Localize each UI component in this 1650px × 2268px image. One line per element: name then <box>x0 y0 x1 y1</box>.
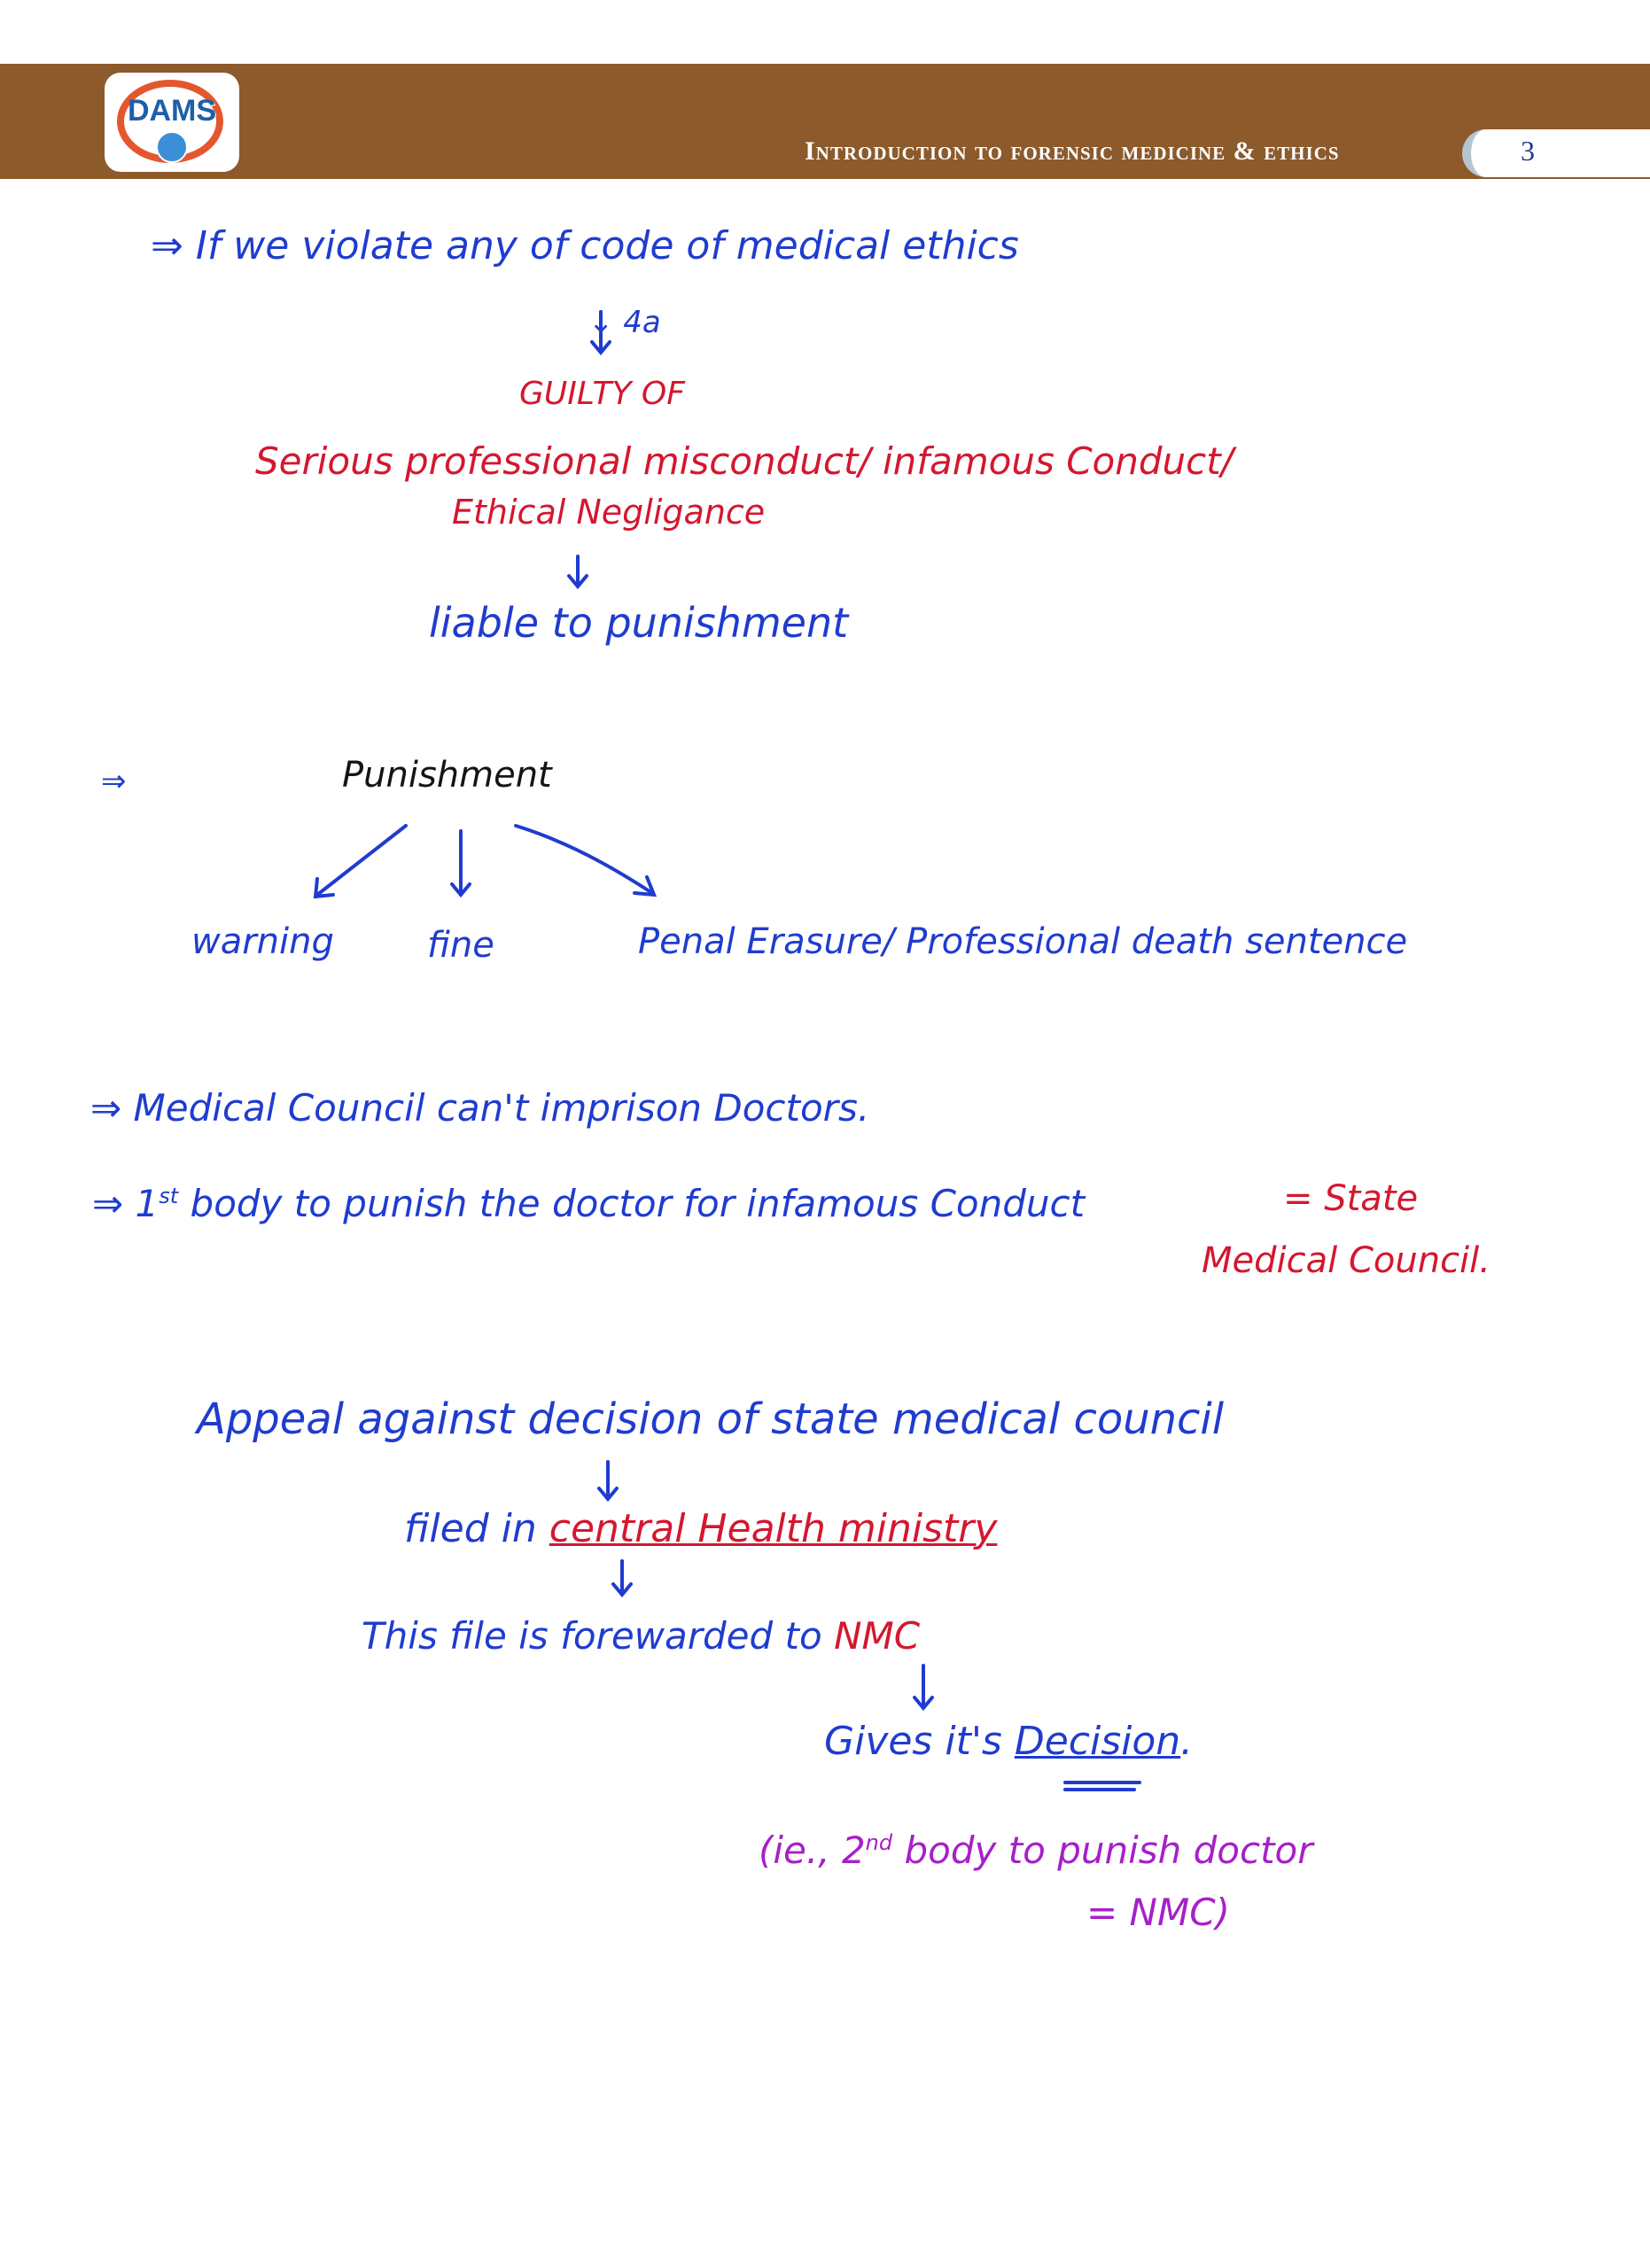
guilty-of-label: GUILTY OF <box>519 376 685 412</box>
arrow-liable-down <box>567 555 588 590</box>
forwarded-target: NMC <box>834 1614 921 1658</box>
arrow-nmc-down <box>913 1664 934 1712</box>
arrow-warning <box>313 824 408 899</box>
page-number-tab: 3 <box>1462 129 1650 177</box>
second-body-prefix: (ie., 2 <box>759 1829 866 1872</box>
violation-arrow-label: ↓ 4a <box>588 305 661 340</box>
council-note: ⇒ Medical Council can't imprison Doctors… <box>90 1086 870 1130</box>
second-body-rest: body to punish doctor <box>904 1829 1313 1872</box>
filed-line: filed in central Health ministry <box>404 1506 997 1551</box>
misconduct-line-2: Ethical Negligance <box>452 493 766 532</box>
decision-line: Gives it's Decision. <box>824 1719 1193 1764</box>
decision-suffix: . <box>1180 1719 1194 1764</box>
punishment-title: Punishment <box>342 755 552 796</box>
arrow-violation-down <box>590 310 611 356</box>
logo-text: DAMS <box>127 94 217 128</box>
header-band <box>0 64 1650 179</box>
decision-prefix: Gives it's <box>824 1719 1002 1764</box>
arrow-fine <box>450 829 471 898</box>
decision-word: Decision <box>1014 1719 1181 1764</box>
second-body-sup: nd <box>865 1830 893 1855</box>
arrow-appeal-down <box>597 1460 619 1503</box>
violation-line: ⇒ If we violate any of code of medical e… <box>151 223 1019 268</box>
logo-figure-icon <box>156 131 188 163</box>
first-body-answer-1: = State <box>1283 1178 1419 1219</box>
first-body-line: ⇒ 1st body to punish the doctor for infa… <box>92 1182 1085 1225</box>
forwarded-text: This file is forewarded to <box>362 1614 822 1658</box>
decision-double-underline <box>1063 1781 1141 1791</box>
first-body-sup: st <box>159 1184 179 1208</box>
filed-word: filed in <box>404 1506 537 1551</box>
first-body-rest: body to punish the doctor for infamous C… <box>190 1182 1086 1225</box>
punishment-bullet: ⇒ <box>101 764 127 799</box>
arrow-penal <box>514 824 658 897</box>
second-body-line: (ie., 2nd body to punish doctor <box>759 1829 1313 1872</box>
page-number: 3 <box>1521 135 1535 167</box>
punishment-fine: fine <box>427 925 494 966</box>
misconduct-line-1: Serious professional misconduct/ infamou… <box>255 439 1234 483</box>
dams-logo: DAMS <box>105 73 239 172</box>
filed-place: central Health ministry <box>549 1506 998 1551</box>
arrow-filed-down <box>611 1559 633 1598</box>
forwarded-line: This file is forewarded to NMC <box>362 1614 920 1658</box>
punishment-warning: warning <box>191 921 334 962</box>
appeal-line: Appeal against decision of state medical… <box>197 1394 1225 1444</box>
second-body-answer: = NMC) <box>1086 1891 1230 1934</box>
punishment-penal-erasure: Penal Erasure/ Professional death senten… <box>638 921 1408 962</box>
liable-to-punishment: liable to punishment <box>429 599 849 647</box>
chapter-title: Introduction to forensic medicine & ethi… <box>805 136 1340 166</box>
first-body-answer-2: Medical Council. <box>1202 1240 1490 1281</box>
first-body-prefix: ⇒ 1 <box>92 1182 160 1225</box>
